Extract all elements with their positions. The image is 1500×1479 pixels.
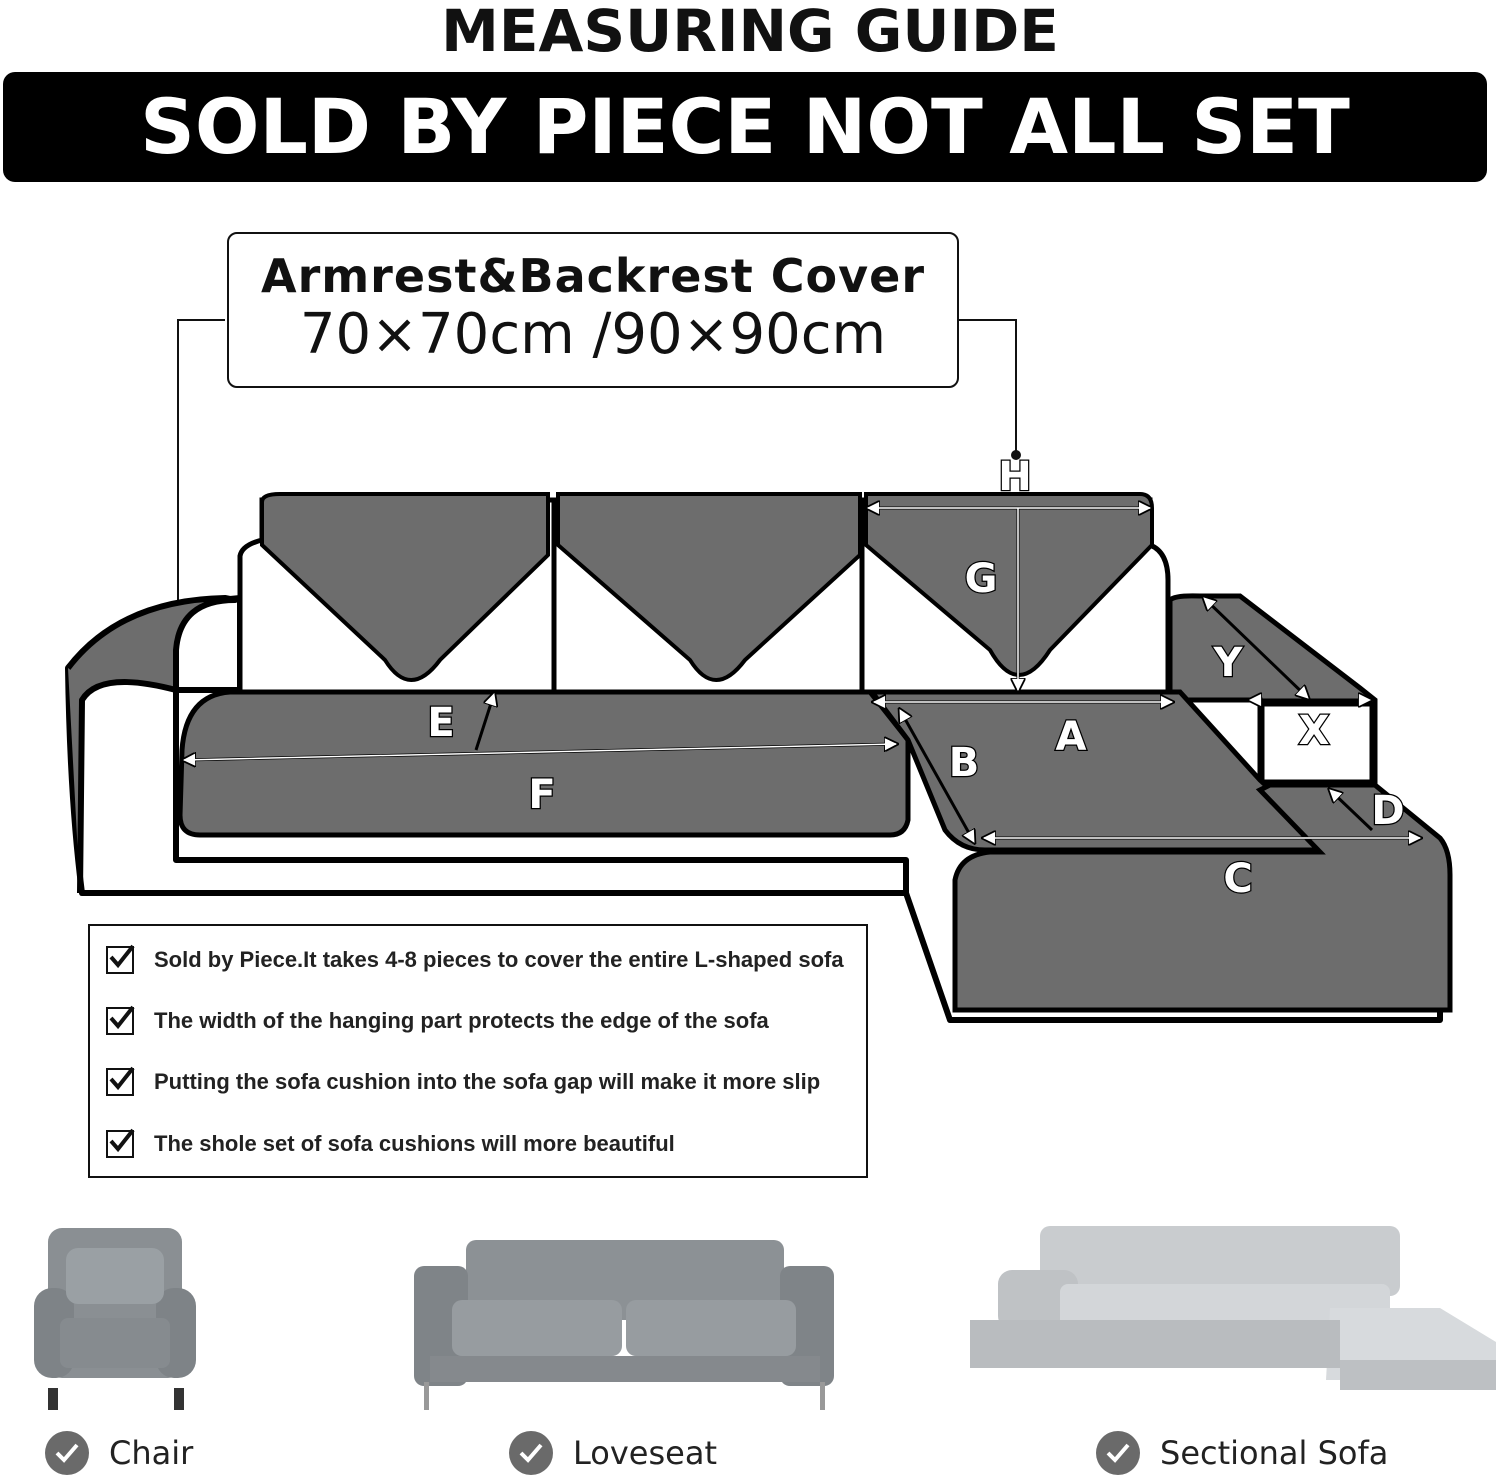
- note-item: Putting the sofa cushion into the sofa g…: [106, 1066, 820, 1098]
- armrest-backrest-cover-box: Armrest&Backrest Cover 70×70cm /90×90cm: [227, 232, 959, 388]
- dim-label-f: F: [528, 772, 555, 818]
- cover-title: Armrest&Backrest Cover: [260, 249, 926, 303]
- dim-label-d: D: [1371, 788, 1404, 834]
- notes-panel: Sold by Piece.It takes 4-8 pieces to cov…: [88, 924, 868, 1178]
- check-circle-icon: [509, 1431, 553, 1475]
- note-item: The shole set of sofa cushions will more…: [106, 1128, 675, 1160]
- checkbox-icon: [106, 944, 135, 974]
- dim-label-a: A: [1056, 714, 1087, 760]
- sofa-types-row: [34, 1226, 1496, 1410]
- dim-label-b: B: [949, 740, 980, 786]
- seat-cushions: [177, 689, 1453, 1013]
- dim-label-g: G: [965, 556, 998, 602]
- dim-label-c: C: [1223, 856, 1252, 902]
- cover-size: 70×70cm /90×90cm: [299, 302, 887, 367]
- dim-label-e: E: [427, 700, 454, 746]
- sold-by-piece-banner: SOLD BY PIECE NOT ALL SET: [3, 72, 1487, 182]
- sofa-type-loveseat: Loveseat: [509, 1428, 717, 1478]
- checkbox-icon: [106, 1005, 135, 1035]
- chair-icon: [34, 1228, 196, 1410]
- checkbox-icon: [106, 1066, 135, 1096]
- loveseat-icon: [414, 1240, 834, 1410]
- sectional-sofa-icon: [970, 1226, 1496, 1390]
- check-circle-icon: [45, 1431, 89, 1475]
- sofa-type-chair: Chair: [45, 1428, 193, 1478]
- sofa-type-sectional: Sectional Sofa: [1096, 1428, 1388, 1478]
- sofa-measuring-diagram: H G Y X E A B F D C: [65, 319, 1453, 1023]
- note-item: Sold by Piece.It takes 4-8 pieces to cov…: [106, 944, 844, 976]
- check-circle-icon: [1096, 1431, 1140, 1475]
- dim-label-h: H: [998, 454, 1031, 500]
- page-title: MEASURING GUIDE: [441, 0, 1059, 65]
- dim-label-y: Y: [1213, 640, 1244, 686]
- checkbox-icon: [106, 1128, 135, 1158]
- dim-label-x: X: [1299, 708, 1330, 754]
- backrest-covers: [260, 492, 1154, 682]
- note-item: The width of the hanging part protects t…: [106, 1005, 769, 1037]
